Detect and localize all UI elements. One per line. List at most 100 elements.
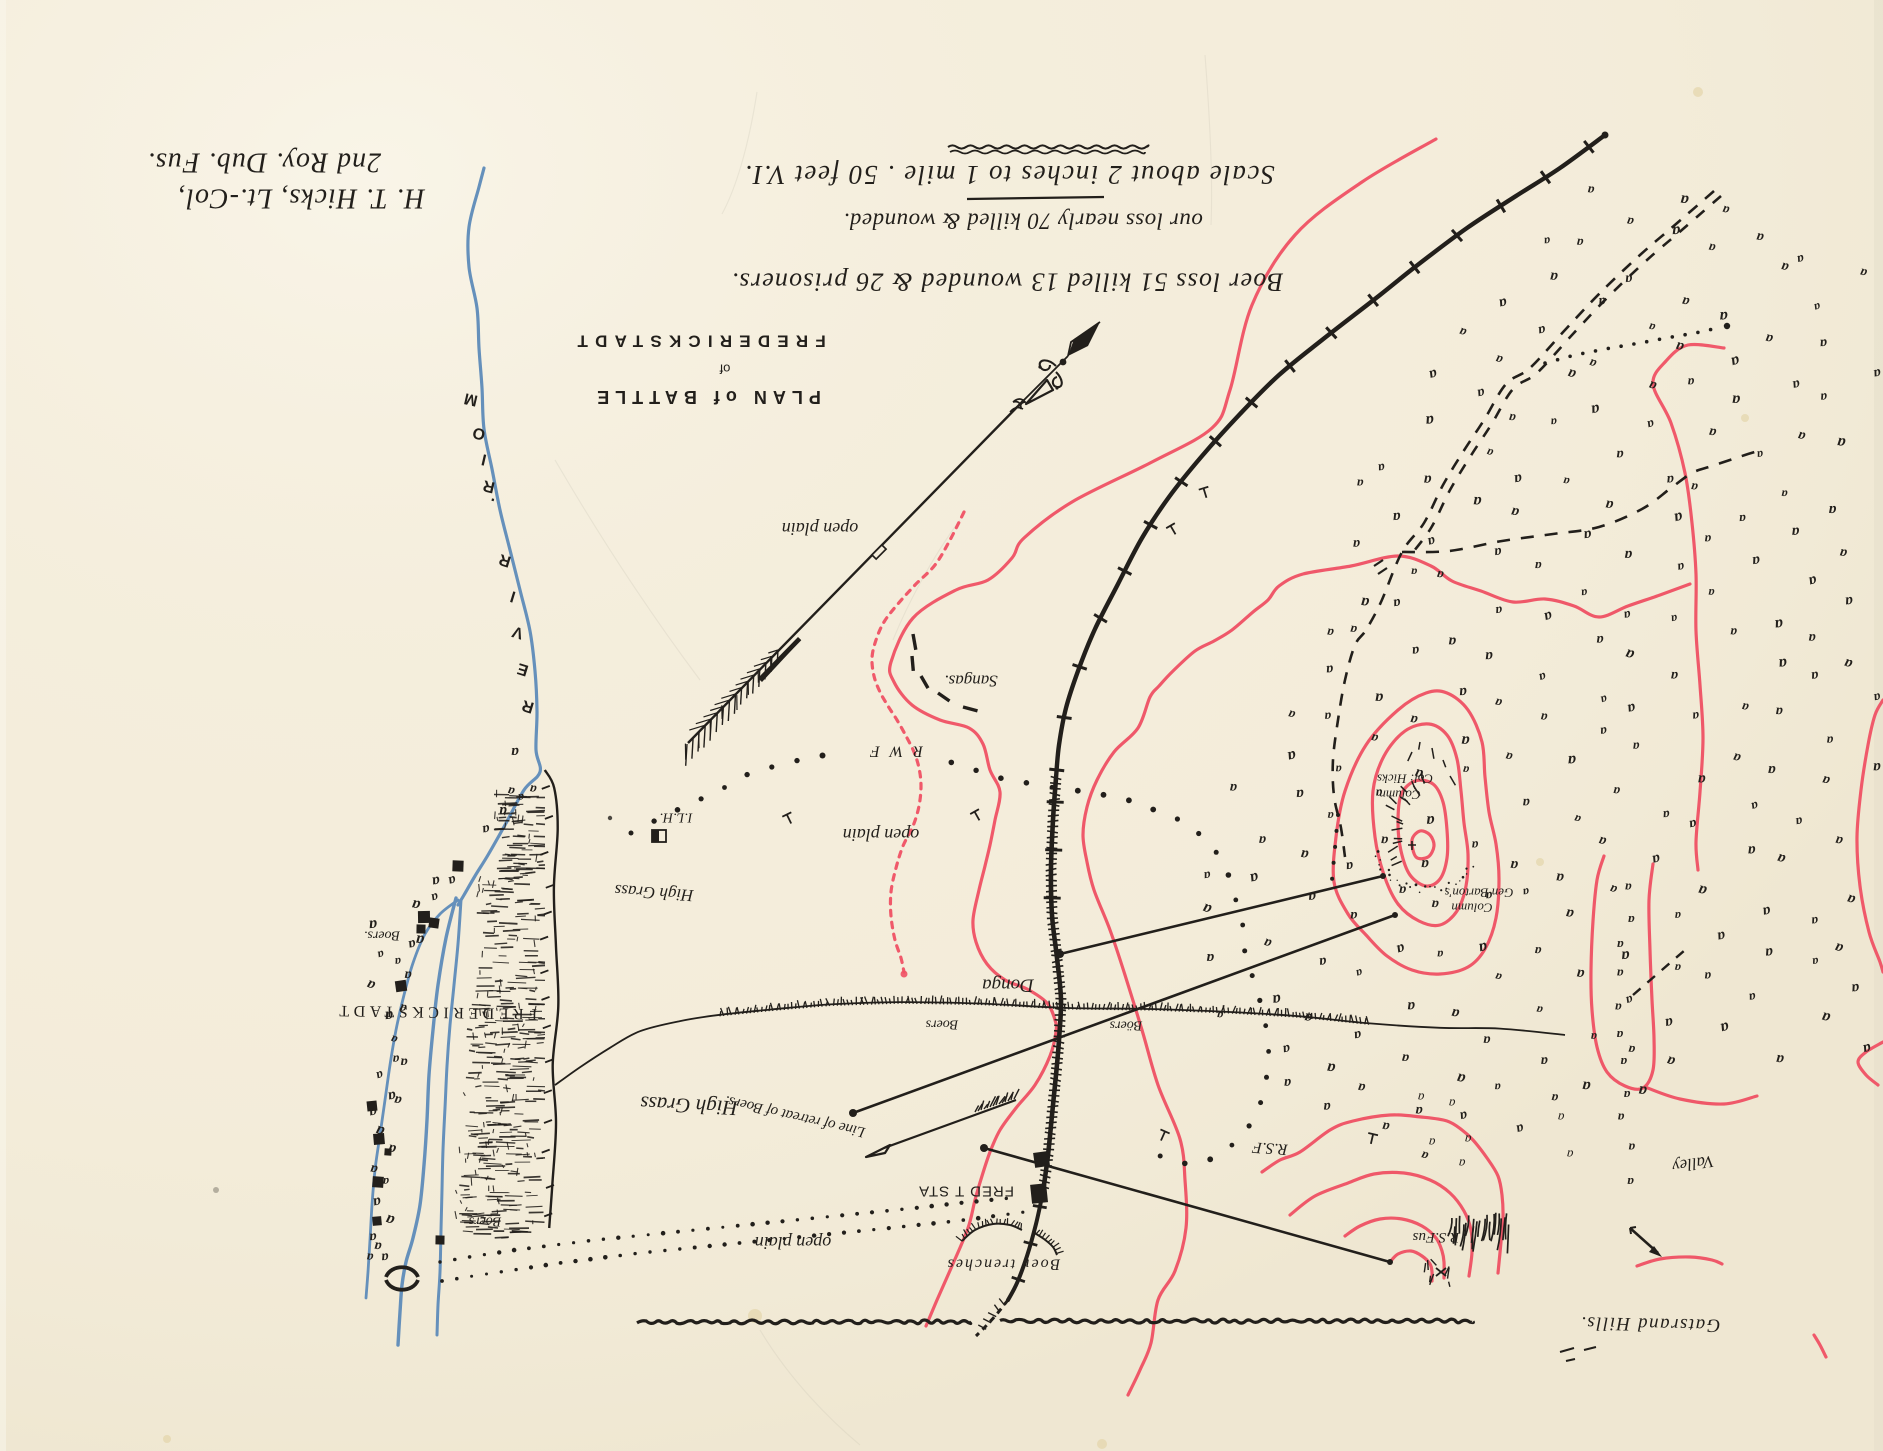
svg-text:a: a [1627, 1042, 1636, 1058]
svg-text:a: a [1392, 509, 1401, 526]
svg-text:a: a [1286, 707, 1297, 723]
svg-text:a: a [1539, 710, 1548, 726]
svg-text:a: a [1281, 1041, 1291, 1057]
svg-text:a: a [1493, 352, 1504, 368]
svg-text:a: a [1590, 400, 1601, 418]
svg-text:a: a [1732, 391, 1740, 408]
svg-text:a: a [1704, 532, 1711, 547]
svg-text:a: a [1566, 1147, 1574, 1163]
svg-text:a: a [1861, 1040, 1873, 1057]
svg-text:a: a [1271, 991, 1281, 1009]
svg-text:a: a [1369, 731, 1379, 747]
svg-text:a: a [1850, 980, 1860, 997]
svg-text:a: a [1375, 786, 1383, 801]
svg-text:a: a [1415, 1103, 1423, 1118]
svg-text:a: a [1503, 749, 1513, 765]
svg-text:a: a [1720, 203, 1730, 219]
svg-text:a: a [517, 791, 524, 805]
svg-text:a: a [1464, 1132, 1472, 1148]
svg-text:a: a [392, 1052, 399, 1067]
svg-text:a: a [1458, 684, 1467, 701]
svg-text:a: a [1625, 271, 1633, 286]
svg-text:of: of [719, 362, 730, 377]
svg-text:a: a [1509, 857, 1518, 874]
svg-text:a: a [1617, 1111, 1624, 1126]
svg-text:a: a [506, 784, 516, 800]
svg-text:a: a [1687, 375, 1694, 390]
svg-text:a: a [1350, 908, 1357, 923]
svg-text:a: a [386, 1140, 397, 1157]
svg-text:a: a [1747, 842, 1756, 858]
svg-text:a: a [1426, 812, 1435, 829]
svg-text:a: a [1755, 229, 1764, 245]
svg-text:a: a [1616, 938, 1623, 953]
svg-text:a: a [1325, 661, 1334, 677]
svg-text:R: R [520, 696, 536, 716]
svg-text:a: a [1810, 914, 1819, 930]
svg-text:a: a [1767, 762, 1776, 778]
svg-text:a: a [1858, 265, 1868, 281]
svg-text:a: a [1628, 913, 1635, 928]
svg-text:a: a [367, 1103, 378, 1120]
svg-text:a: a [1349, 622, 1358, 638]
svg-text:a: a [1360, 594, 1370, 612]
svg-text:a: a [369, 1229, 377, 1245]
svg-text:H. T. Hicks, Lt.-Col,: H. T. Hicks, Lt.-Col, [177, 183, 426, 214]
svg-text:a: a [1834, 832, 1844, 848]
svg-text:a: a [1872, 690, 1882, 706]
svg-text:a: a [1587, 183, 1595, 199]
svg-text:a: a [1604, 496, 1614, 513]
svg-text:High Grass: High Grass [640, 1091, 740, 1120]
svg-text:Boers: Boers [468, 1214, 501, 1229]
svg-text:a: a [1535, 1003, 1544, 1018]
svg-text:a: a [1819, 335, 1827, 351]
svg-text:a: a [1323, 1099, 1331, 1114]
svg-text:a: a [1375, 690, 1383, 707]
svg-text:a: a [1591, 1030, 1597, 1044]
svg-text:a: a [1318, 953, 1327, 969]
svg-text:a: a [1448, 633, 1456, 649]
svg-text:a: a [1751, 552, 1761, 569]
svg-text:a: a [1353, 536, 1360, 551]
svg-text:FREDERICKSTADT: FREDERICKSTADT [335, 1002, 537, 1023]
svg-text:a: a [1645, 417, 1656, 433]
svg-text:R: R [497, 550, 513, 570]
svg-text:a: a [398, 1001, 408, 1017]
svg-text:R W F: R W F [867, 743, 924, 760]
svg-text:a: a [1568, 752, 1577, 769]
svg-text:a: a [446, 872, 457, 888]
svg-text:Gen Barton's: Gen Barton's [1445, 886, 1514, 901]
svg-text:O: O [471, 423, 487, 442]
svg-text:a: a [411, 896, 422, 914]
svg-text:Donga: Donga [982, 975, 1035, 996]
svg-text:a: a [1576, 235, 1584, 250]
svg-text:a: a [1550, 415, 1557, 429]
svg-text:a: a [1791, 524, 1800, 540]
svg-text:a: a [1672, 222, 1681, 239]
svg-text:FREDERICKSTADT: FREDERICKSTADT [570, 332, 825, 351]
svg-text:a: a [1697, 771, 1705, 787]
svg-text:a: a [1819, 390, 1828, 406]
svg-text:a: a [1259, 832, 1267, 847]
svg-text:a: a [1612, 784, 1621, 800]
svg-text:a: a [1353, 1027, 1363, 1043]
svg-text:a: a [393, 1092, 402, 1108]
svg-text:Column: Column [1379, 788, 1420, 803]
svg-text:a: a [1534, 559, 1541, 574]
svg-text:a: a [1671, 668, 1679, 683]
svg-text:a: a [1616, 967, 1623, 982]
svg-text:open plain: open plain [843, 825, 920, 845]
svg-text:a: a [1377, 461, 1386, 477]
svg-text:a: a [1484, 648, 1493, 664]
svg-text:a: a [1748, 990, 1757, 1006]
svg-text:a: a [1808, 630, 1815, 645]
svg-text:a: a [1826, 734, 1833, 749]
svg-text:a: a [374, 1068, 386, 1084]
svg-text:a: a [1625, 214, 1634, 230]
svg-text:a: a [1284, 1075, 1292, 1090]
svg-text:a: a [1620, 1055, 1627, 1070]
svg-text:a: a [1812, 300, 1822, 315]
svg-text:a: a [1514, 1120, 1525, 1136]
svg-text:open plain: open plain [755, 1233, 832, 1253]
svg-text:a: a [1625, 700, 1637, 717]
